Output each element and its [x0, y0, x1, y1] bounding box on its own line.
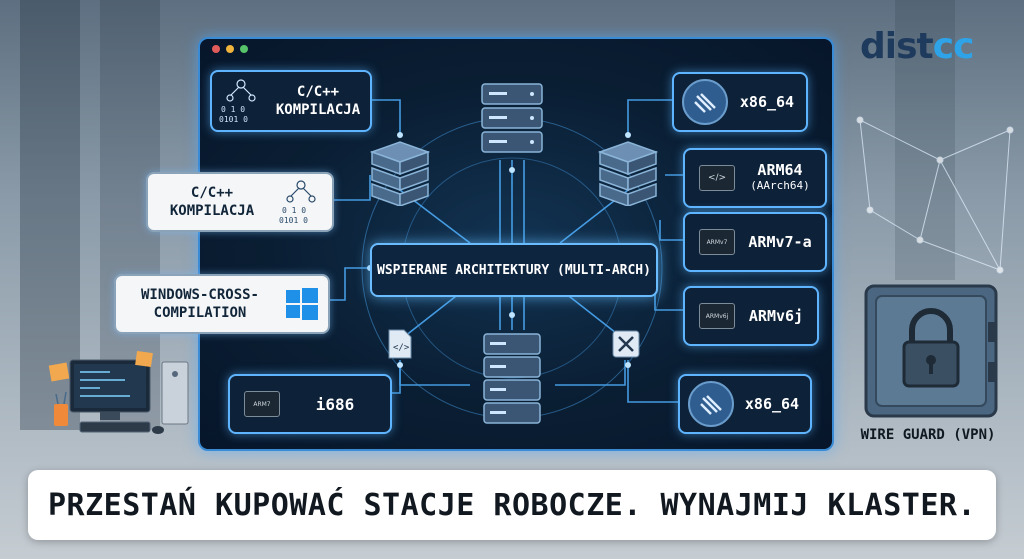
logo-part-cc: cc: [932, 26, 975, 67]
code-document-icon: </>: [388, 329, 412, 359]
chip-text: ARMv7: [706, 238, 728, 246]
left-card-windows-cross[interactable]: WINDOWS-CROSS- COMPILATION: [114, 274, 330, 334]
logo-part-dist: dist: [860, 26, 934, 67]
card-line1: C/C++: [296, 84, 340, 100]
lock-icon: [864, 284, 998, 418]
chip-text: ARMv6j: [705, 312, 729, 320]
vpn-label: WIRE GUARD (VPN): [860, 427, 996, 443]
windows-logo-icon: [286, 288, 318, 320]
card-label: ARMv6j: [748, 307, 804, 325]
svg-text:0 1 0: 0 1 0: [221, 105, 245, 114]
svg-text:0101 0: 0101 0: [219, 115, 248, 124]
stripes-badge-icon: [688, 381, 734, 427]
server-stack-right: [597, 141, 659, 206]
card-label: ARMv7-a: [748, 233, 812, 251]
card-line2: COMPILATION: [153, 305, 247, 321]
background-window-pane: [895, 0, 955, 280]
right-card-armv7a[interactable]: ARMv7 ARMv7-a: [683, 212, 827, 272]
server-stack-left: [369, 141, 431, 206]
binary-tree-icon: 0 1 0 0101 0: [279, 180, 316, 225]
svg-text:0101 0: 0101 0: [279, 216, 308, 225]
card-line2: KOMPILACJA: [275, 102, 361, 118]
chip-text: ARM7: [253, 400, 271, 408]
multi-arch-label: WSPIERANE ARCHITEKTURY (MULTI-ARCH): [377, 262, 651, 278]
card-line2: KOMPILACJA: [169, 203, 255, 219]
cpu-chip-icon: ARMv7: [699, 229, 735, 255]
left-card-compile-1[interactable]: 0 1 0 0101 0 C/C++ KOMPILACJA: [210, 70, 372, 132]
workstation-illustration: [48, 350, 189, 434]
right-card-arm64[interactable]: </> ARM64 (AArch64): [683, 148, 827, 208]
network-mesh-decoration: [856, 116, 1014, 274]
card-label: x86_64: [739, 93, 795, 111]
card-line1: C/C++: [190, 185, 234, 201]
headline-text: PRZESTAŃ KUPOWAĆ STACJE ROBOCZE. WYNAJMI…: [47, 487, 977, 523]
server-rack-top: [481, 83, 543, 153]
multi-arch-label-box: WSPIERANE ARCHITEKTURY (MULTI-ARCH): [370, 243, 658, 297]
card-sublabel: (AArch64): [750, 179, 810, 192]
cpu-chip-icon: ARMv6j: [699, 303, 735, 329]
right-card-x86_64-top[interactable]: x86_64: [672, 72, 808, 132]
code-chip-icon: </>: [699, 165, 735, 191]
left-card-compile-2[interactable]: C/C++ KOMPILACJA 0 1 0 0101 0: [146, 172, 334, 232]
card-line1: WINDOWS-CROSS-: [140, 287, 259, 303]
server-rack-bottom: [483, 333, 541, 424]
right-card-armv6j[interactable]: ARMv6j ARMv6j: [683, 286, 819, 346]
window-dot-maximize[interactable]: [240, 45, 248, 53]
tools-icon: [612, 330, 640, 358]
card-label: i686: [315, 394, 355, 414]
cpu-chip-icon: ARM7: [244, 391, 280, 417]
background-window-pane: [20, 0, 80, 430]
svg-text:0 1 0: 0 1 0: [282, 206, 306, 215]
headline-banner: PRZESTAŃ KUPOWAĆ STACJE ROBOCZE. WYNAJMI…: [28, 470, 996, 540]
window-dot-close[interactable]: [212, 45, 220, 53]
stripes-badge-icon: [682, 79, 728, 125]
card-label: ARM64: [757, 161, 803, 179]
svg-text:</>: </>: [393, 343, 410, 353]
right-card-x86_64-bottom[interactable]: x86_64: [678, 374, 812, 434]
card-label: x86_64: [744, 395, 800, 413]
binary-tree-icon: 0 1 0 0101 0: [219, 79, 256, 124]
left-card-i686[interactable]: ARM7 i686: [228, 374, 392, 434]
window-dot-minimize[interactable]: [226, 45, 234, 53]
distcc-logo: distcc: [860, 26, 975, 67]
